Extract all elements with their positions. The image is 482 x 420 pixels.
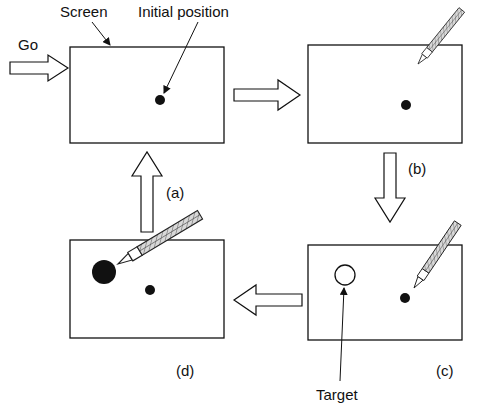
part-label: Target (316, 386, 358, 403)
target-circle (335, 265, 355, 285)
step-label: (d) (176, 362, 194, 379)
step-label: (b) (408, 160, 426, 177)
leader-line (340, 288, 344, 381)
screen-panel (308, 45, 462, 143)
screen-panel (308, 245, 462, 340)
initial-dot (400, 293, 410, 303)
leader-line (164, 22, 198, 93)
flow-arrow (10, 55, 68, 81)
reached-target (92, 260, 116, 284)
step-label: (a) (166, 184, 184, 201)
flow-arrow (132, 152, 162, 232)
start-label: Go (18, 36, 38, 53)
screen-panel (70, 47, 224, 143)
step-label: (c) (436, 362, 454, 379)
leader-line (92, 22, 110, 45)
flow-arrow (234, 285, 302, 315)
part-label: Initial position (138, 3, 229, 20)
part-label: Screen (60, 3, 108, 20)
initial-dot (401, 100, 411, 110)
stylus-pen (115, 210, 202, 268)
flow-arrow (234, 80, 300, 110)
flow-arrow (375, 153, 405, 222)
initial-dot (155, 95, 165, 105)
stylus-pen (411, 221, 462, 290)
initial-dot (145, 285, 155, 295)
screen-panel (70, 240, 224, 338)
stylus-pen (415, 8, 464, 67)
